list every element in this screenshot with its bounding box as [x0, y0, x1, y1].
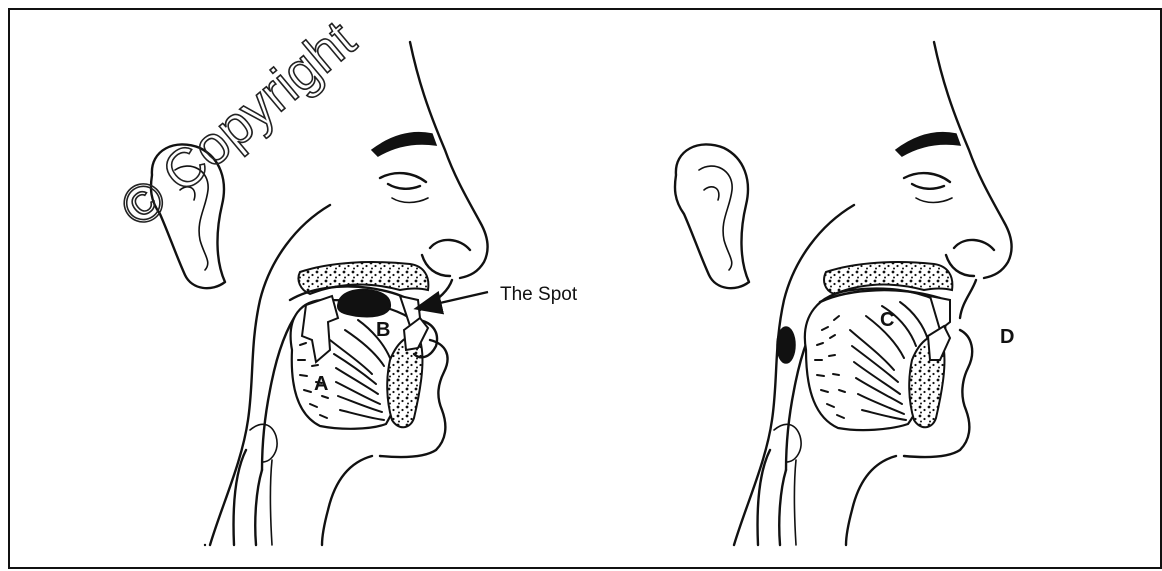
left-tongue-contact-blob	[338, 290, 391, 317]
left-face-profile	[410, 42, 487, 278]
the-spot-label: The Spot	[500, 284, 578, 305]
right-face-profile	[934, 42, 1011, 278]
right-throat-blob	[777, 327, 795, 363]
label-b: B	[376, 319, 390, 341]
right-eye	[904, 173, 950, 189]
copyright-watermark: © Copyright	[109, 9, 367, 239]
left-eye	[380, 173, 426, 189]
label-c: C	[880, 309, 894, 331]
right-eyebrow	[896, 133, 960, 156]
the-spot-arrow	[418, 292, 488, 308]
diagram-frame	[9, 9, 1161, 568]
label-d: D	[1000, 326, 1014, 348]
label-a: A	[314, 373, 328, 395]
left-eyebrow	[372, 133, 436, 156]
